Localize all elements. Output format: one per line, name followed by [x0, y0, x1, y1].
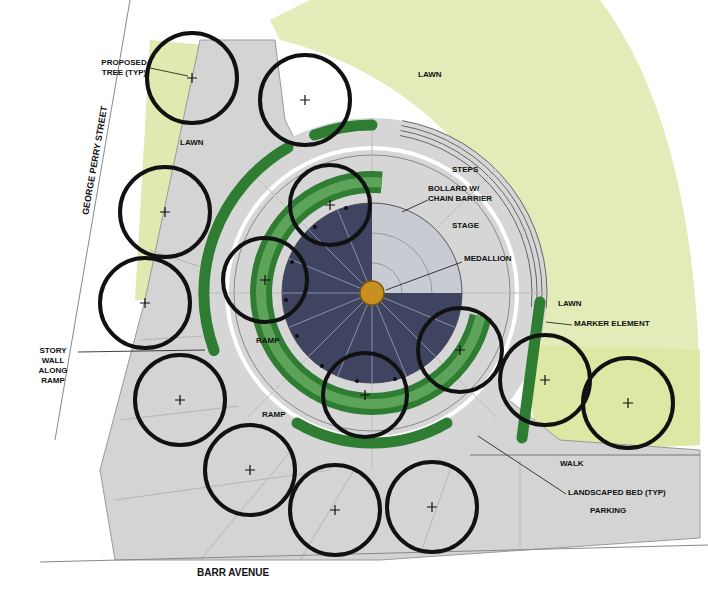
callout-label: MEDALLION — [464, 254, 512, 264]
area-label: LAWN — [418, 70, 442, 80]
area-label: STEPS — [452, 165, 478, 175]
area-label: LAWN — [558, 299, 582, 309]
area-label: LAWN — [180, 138, 204, 148]
callout-label: PROPOSED TREE (TYP) — [98, 58, 150, 78]
plaza-grid — [197, 118, 547, 468]
leader-lines — [78, 68, 572, 494]
area-label: RAMP — [256, 336, 280, 346]
landscaped-bed — [204, 125, 540, 443]
medallion — [360, 281, 384, 305]
stage-fan — [282, 203, 462, 383]
planter-ring — [261, 182, 481, 404]
plaza — [197, 118, 547, 468]
area-label: PARKING — [590, 506, 626, 516]
planter-ring — [261, 182, 481, 404]
stage — [282, 203, 462, 383]
trees — [100, 33, 673, 555]
walk-edge — [470, 455, 700, 456]
area-label: STAGE — [452, 221, 479, 231]
callout-label: MARKER ELEMENT — [574, 319, 650, 329]
area-label: RAMP — [262, 410, 286, 420]
callout-label: LANDSCAPED BED (TYP) — [568, 488, 666, 498]
callout-label: BOLLARD W/ CHAIN BARRIER — [428, 184, 492, 204]
street-name: BARR AVENUE — [197, 567, 269, 579]
paving — [100, 40, 700, 560]
street-curb — [40, 545, 708, 562]
tree-centers — [140, 73, 633, 515]
area-label: WALK — [560, 459, 584, 469]
street-name: GEORGE PERRY STREET — [80, 105, 110, 216]
stage-lines — [282, 210, 455, 383]
callout-label: STORY WALL ALONG RAMP — [28, 346, 78, 386]
